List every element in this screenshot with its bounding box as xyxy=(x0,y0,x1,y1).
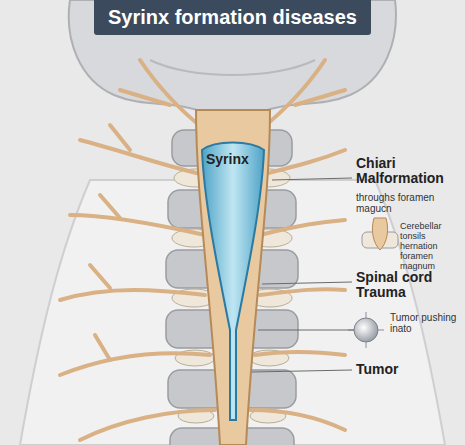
note-label: Tumor pushing inato xyxy=(390,312,460,334)
inset-label: Cerebellar tonsils hernation foramen mag… xyxy=(400,222,462,271)
title-banner: Syrinx formation diseases xyxy=(94,0,371,35)
disease-label: Chiari Malformation xyxy=(356,156,456,187)
disease-label: Spinal cord Trauma xyxy=(356,270,456,301)
disease-label: Tumor xyxy=(356,362,456,377)
syrinx-label: Syrinx xyxy=(206,152,249,167)
note-label: throughs foramen magucn xyxy=(356,192,460,214)
